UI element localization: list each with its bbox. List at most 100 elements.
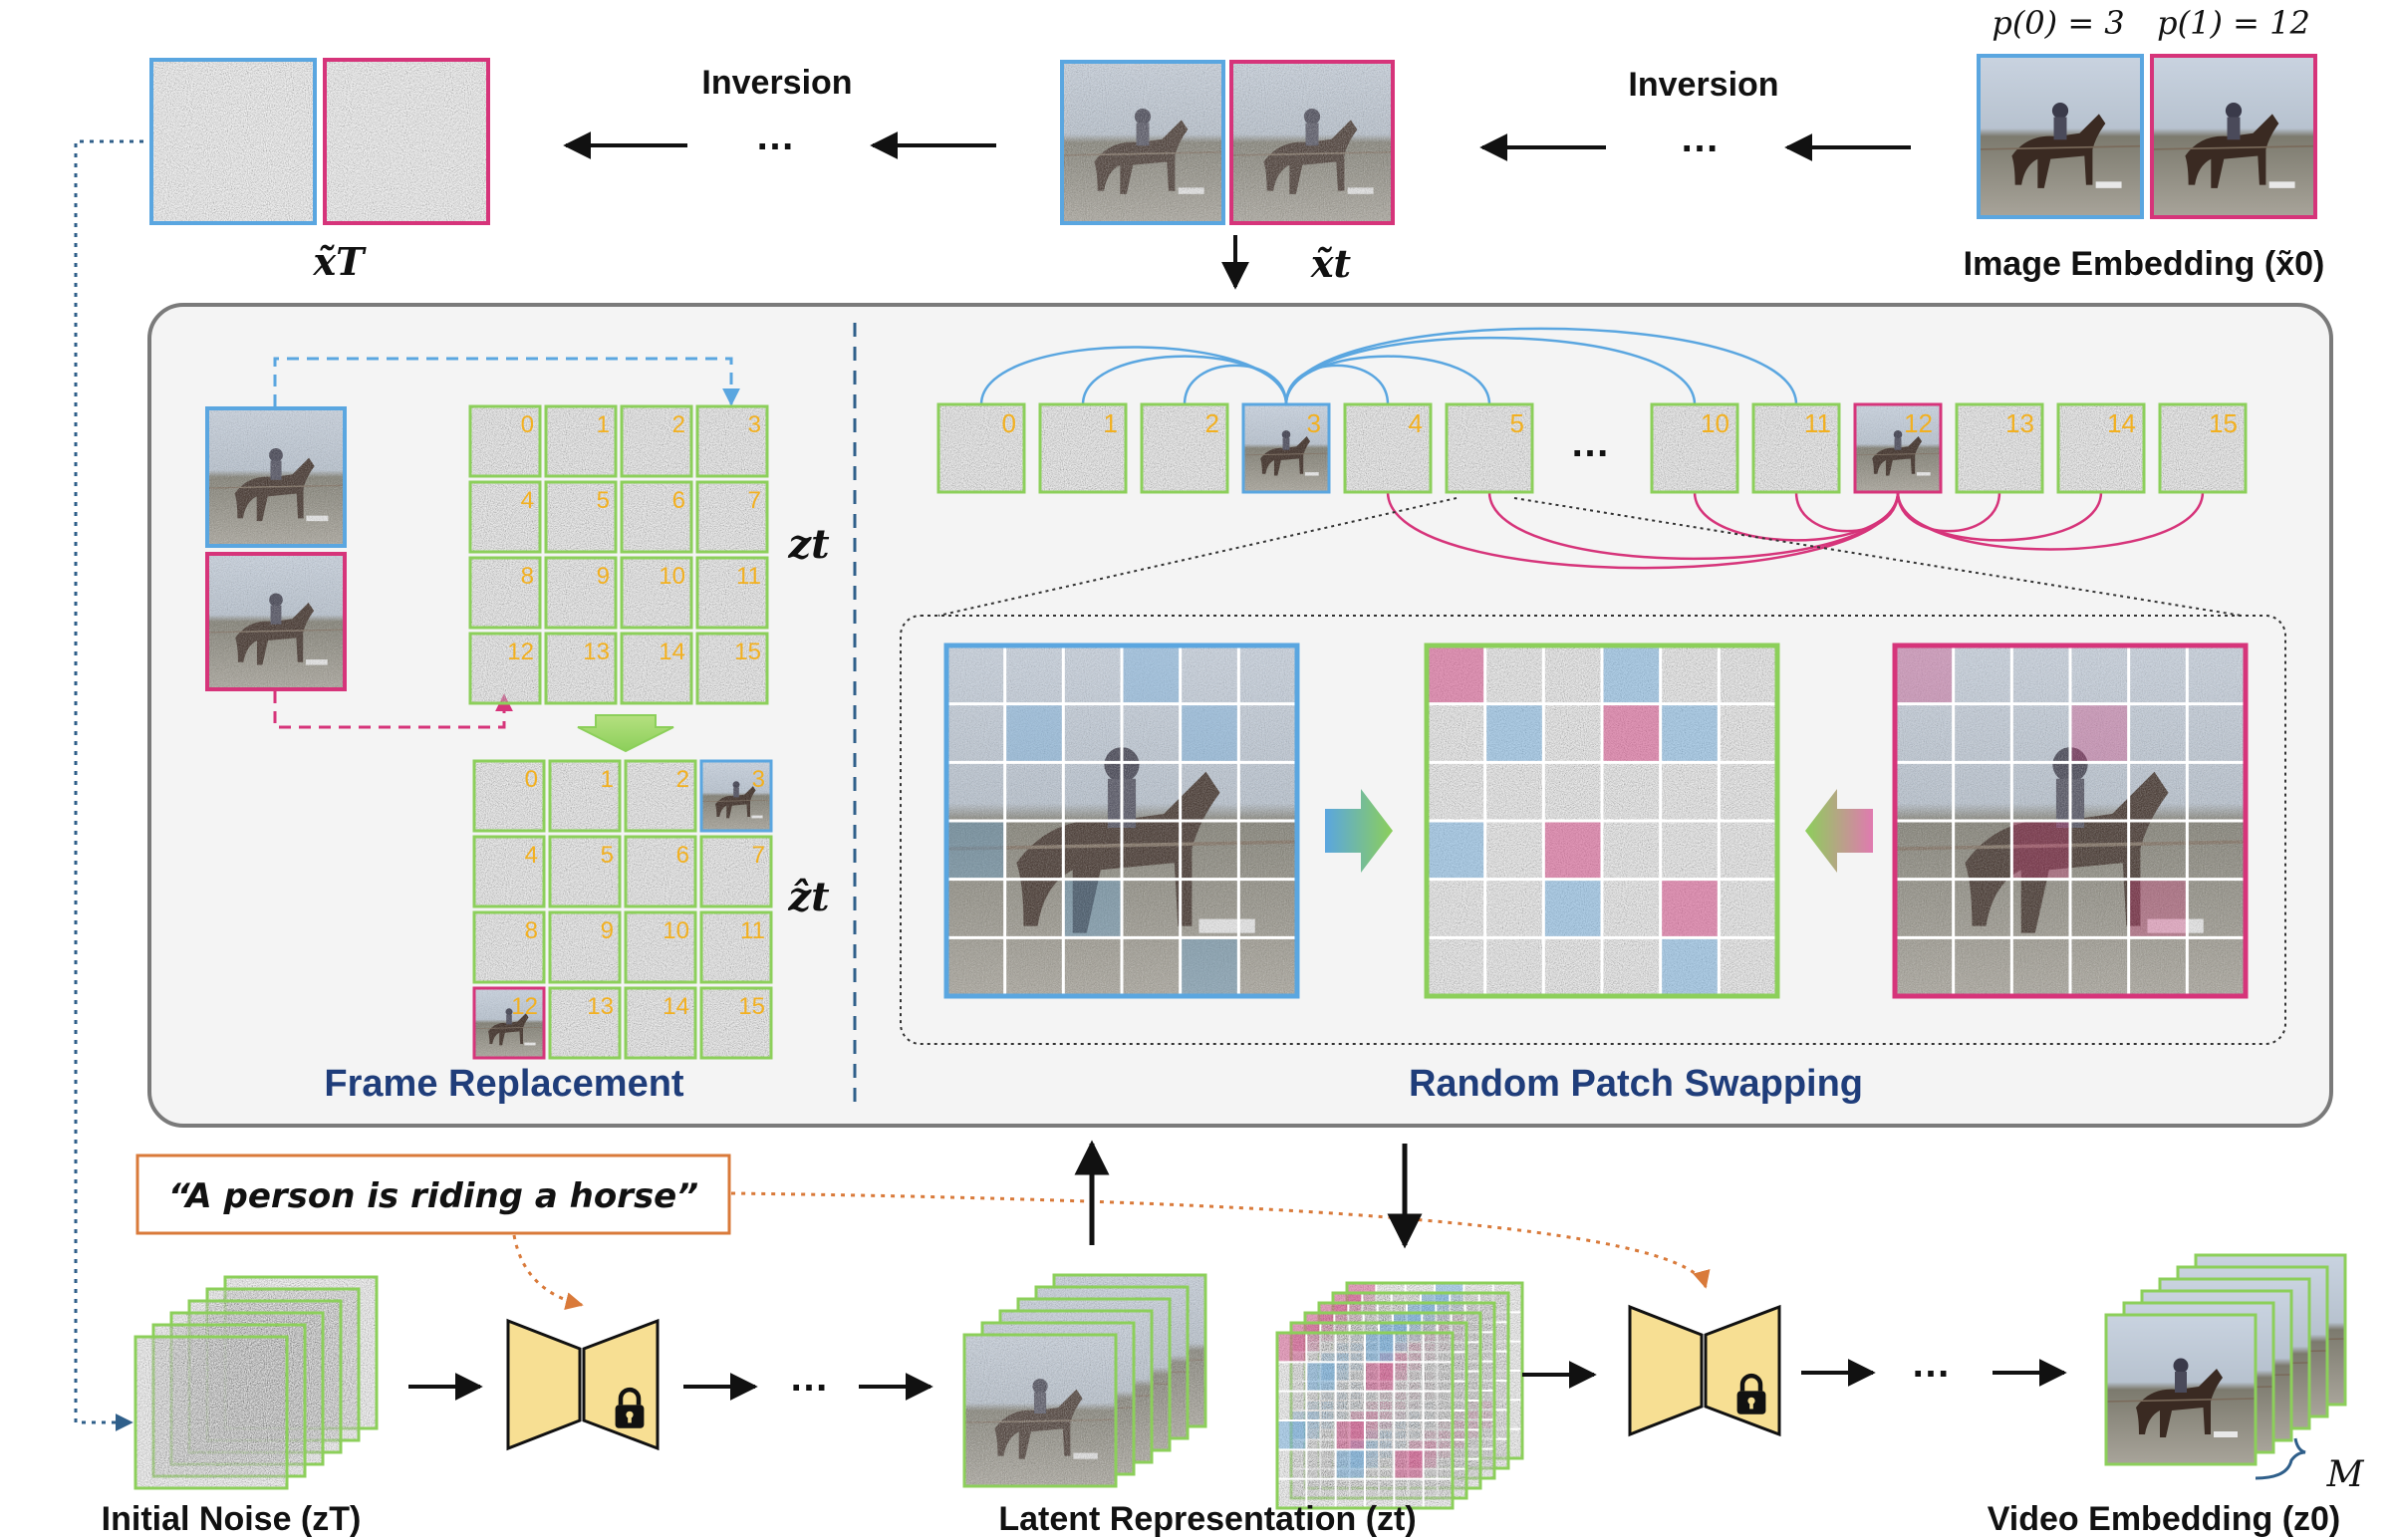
frame-cell-15: 15 xyxy=(695,632,769,705)
random-patch-swapping-label: Random Patch Swapping xyxy=(1409,1063,1863,1105)
frame-index-label: 10 xyxy=(659,563,685,590)
frame-index-label: 1 xyxy=(1104,408,1118,438)
timeline-frame-11: 11 xyxy=(1751,402,1841,494)
latent-representation-label: Latent Representation (zt) xyxy=(998,1500,1416,1538)
fr-source-blue xyxy=(205,406,347,548)
math-x-T: x̃T xyxy=(313,239,368,284)
frame-cell-7: 7 xyxy=(699,835,773,908)
stack-frame xyxy=(2104,1313,2258,1466)
zoom-box xyxy=(900,615,2286,1045)
frame-index-label: 15 xyxy=(738,993,765,1020)
fr-pink-dashed-arrow xyxy=(273,691,513,729)
frame-index-label: 14 xyxy=(663,993,689,1020)
image-embedding-pink xyxy=(2150,54,2317,219)
timeline-frame-5: 5 xyxy=(1445,402,1534,494)
frame-index-label: 15 xyxy=(734,639,761,665)
video-embedding-stack xyxy=(2104,1253,2347,1466)
initial-noise-label: Initial Noise (zT) xyxy=(102,1500,362,1538)
frame-index-label: 15 xyxy=(2209,408,2238,438)
frame-index-label: 10 xyxy=(1701,408,1729,438)
frame-cell-2: 2 xyxy=(620,404,693,478)
frame-index-label: 11 xyxy=(1804,408,1831,438)
timeline-frame-13: 13 xyxy=(1955,402,2044,494)
frame-index-label: 11 xyxy=(736,563,761,590)
frame-cell-11: 11 xyxy=(699,910,773,984)
bottom-pipeline: “A person is riding a horse” Initial Noi… xyxy=(102,1140,2365,1538)
timeline-arcs xyxy=(979,327,2205,570)
stack-frame xyxy=(962,1333,1118,1488)
frame-replacement-label: Frame Replacement xyxy=(324,1063,683,1105)
math-p0: p(0) = 3 xyxy=(1992,4,2124,42)
tinted-patch xyxy=(1543,821,1602,880)
timeline-frame-14: 14 xyxy=(2056,402,2146,494)
frame-cell-2: 2 xyxy=(624,759,697,833)
frame-cell-9: 9 xyxy=(548,910,622,984)
frame-index-label: 5 xyxy=(601,842,614,869)
frame-index-label: 6 xyxy=(672,487,685,514)
frame-index-label: 2 xyxy=(1205,408,1219,438)
frame-cell-6: 6 xyxy=(624,835,697,908)
frame-index-label: 4 xyxy=(1409,408,1423,438)
frame-index-label: 4 xyxy=(521,487,534,514)
frame-index-label: 7 xyxy=(752,842,765,869)
image-embedding-label: Image Embedding (x̃0) xyxy=(1964,245,2325,283)
tinted-patch xyxy=(1063,879,1122,938)
frame-cell-0: 0 xyxy=(472,759,546,833)
frame-cell-13: 13 xyxy=(548,986,622,1060)
frame-index-label: 8 xyxy=(525,917,538,944)
tinted-patch xyxy=(1004,703,1064,763)
frame-index-label: 7 xyxy=(748,487,761,514)
patch-grid-blue xyxy=(943,642,1300,999)
frame-cell-1: 1 xyxy=(548,759,622,833)
frame-cell-10: 10 xyxy=(620,556,693,630)
frame-cell-1: 1 xyxy=(544,404,618,478)
tinted-patch xyxy=(2011,821,2070,880)
tinted-patch xyxy=(1602,703,1661,763)
frame-cell-6: 6 xyxy=(620,480,693,554)
frame-cell-5: 5 xyxy=(548,835,622,908)
frame-index-label: 5 xyxy=(1510,408,1524,438)
ellipsis-bottom-1: … xyxy=(789,1356,829,1400)
unet-block-2 xyxy=(1628,1304,1781,1437)
frame-index-label: 6 xyxy=(676,842,689,869)
frame-index-label: 8 xyxy=(521,563,534,590)
frame-cell-12: 12 xyxy=(468,632,542,705)
frame-cell-8: 8 xyxy=(468,556,542,630)
frame-index-label: 3 xyxy=(752,766,765,793)
timeline-frame-2: 2 xyxy=(1140,402,1229,494)
initial-noise-stack xyxy=(133,1275,379,1490)
dotted-connector-xT xyxy=(74,139,143,1431)
frame-cell-14: 14 xyxy=(620,632,693,705)
top-inversion-row: x̃T … Inversion x̃t … Inversion p(0) = 3… xyxy=(149,4,2325,290)
frame-cell-3: 3 xyxy=(699,759,773,833)
frame-index-label: 0 xyxy=(521,411,534,438)
tinted-patch xyxy=(2128,879,2188,938)
inversion-label-left: Inversion xyxy=(701,64,852,102)
tinted-patch xyxy=(1543,879,1602,938)
tinted-patch xyxy=(1660,937,1720,996)
latent-swapped-stack xyxy=(1275,1281,1524,1510)
frame-cell-0: 0 xyxy=(468,404,542,478)
tinted-patch xyxy=(1660,703,1720,763)
patch-grid-green xyxy=(1424,642,1780,999)
frame-cell-5: 5 xyxy=(544,480,618,554)
frame-index-label: 5 xyxy=(597,487,610,514)
math-p1: p(1) = 12 xyxy=(2157,4,2310,42)
frame-cell-4: 4 xyxy=(468,480,542,554)
frame-cell-12: 12 xyxy=(472,986,546,1060)
frame-cell-14: 14 xyxy=(624,986,697,1060)
timeline-frame-12: 12 xyxy=(1853,402,1943,494)
pink-arc xyxy=(1693,491,1900,542)
math-x-t: x̃t xyxy=(1310,241,1352,286)
frame-xt-blue xyxy=(1060,60,1225,225)
tinted-patch xyxy=(946,821,1005,880)
stack-frame xyxy=(1275,1331,1455,1510)
frame-index-label: 11 xyxy=(740,917,765,944)
frame-cell-4: 4 xyxy=(472,835,546,908)
